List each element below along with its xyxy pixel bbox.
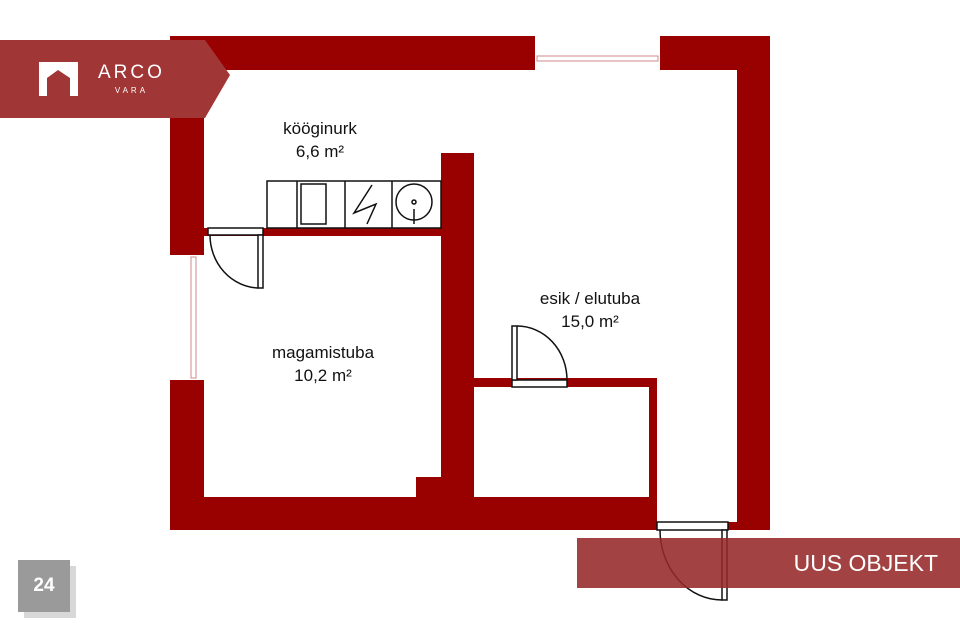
room-area: 10,2 m² — [294, 366, 352, 385]
room-name: magamistuba — [271, 343, 375, 362]
window-left — [170, 255, 204, 380]
closet-door — [511, 379, 568, 388]
entrance-door — [656, 521, 729, 531]
house-logo-icon — [39, 62, 78, 96]
window-top — [535, 36, 660, 70]
brand-name: ARCO — [98, 62, 165, 83]
fridge-icon — [300, 183, 327, 225]
kitchen-counter — [266, 180, 442, 229]
kitchen-door — [207, 227, 264, 236]
room-label-living: esik / elutuba 15,0 m² — [540, 287, 640, 333]
room-name: kööginurk — [283, 119, 357, 138]
logo-banner — [0, 40, 230, 118]
room-name: esik / elutuba — [539, 289, 641, 308]
banner-text: UUS OBJEKT — [793, 550, 938, 576]
room-label-bedroom: magamistuba 10,2 m² — [272, 341, 374, 387]
new-object-banner: UUS OBJEKT — [577, 538, 960, 588]
page-badge: 24 — [18, 560, 70, 612]
room-label-kitchen: kööginurk 6,6 m² — [283, 117, 357, 163]
stove-icon — [352, 184, 378, 225]
brand-sub: VARA — [114, 86, 149, 95]
brand-logo: ARCO VARA — [98, 62, 165, 95]
room-area: 15,0 m² — [561, 312, 619, 331]
room-area: 6,6 m² — [295, 142, 345, 161]
